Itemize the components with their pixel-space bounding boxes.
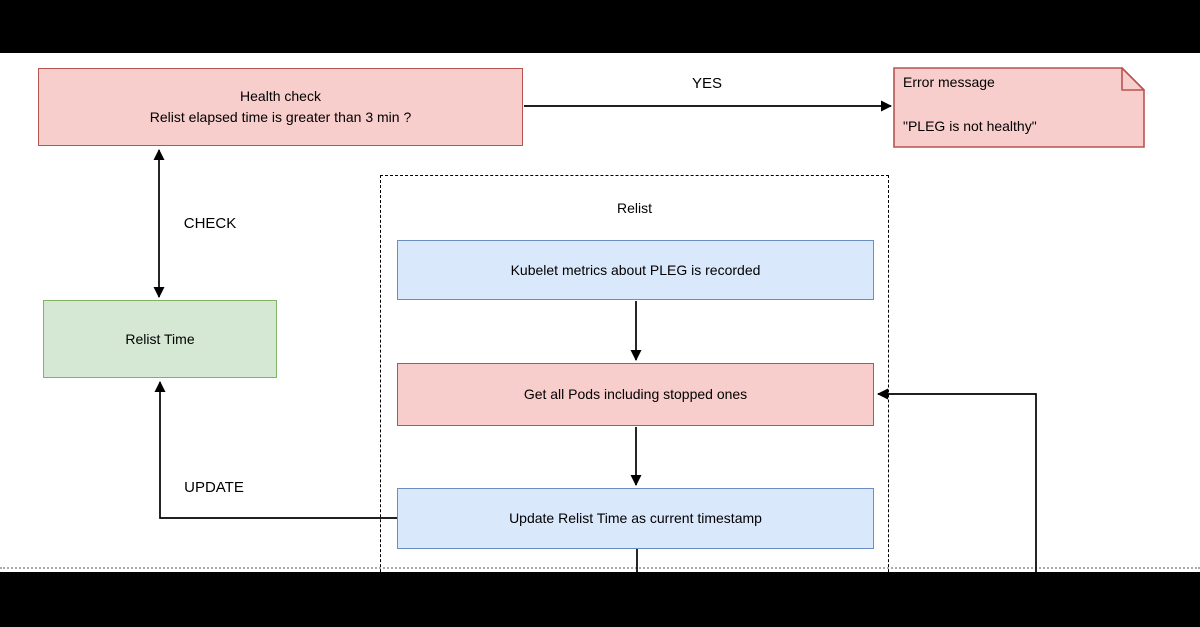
top-letterbox-bar: [0, 0, 1200, 53]
health-check-line2: Relist elapsed time is greater than 3 mi…: [149, 109, 412, 125]
relist-time-node: Relist Time: [43, 300, 277, 378]
update-edge-label: UPDATE: [176, 479, 252, 496]
kubelet-metrics-node: Kubelet metrics about PLEG is recorded: [397, 240, 874, 300]
check-edge-label: CHECK: [174, 215, 246, 232]
loop-back-arrow-line: [877, 388, 1037, 574]
error-note-shape: [893, 67, 1145, 148]
error-note-title: Error message: [903, 74, 995, 90]
error-note-body: "PLEG is not healthy": [903, 118, 1037, 134]
yes-edge-label: YES: [677, 75, 737, 92]
health-check-node: Health check Relist elapsed time is grea…: [38, 68, 523, 146]
page-boundary-dotted-line: [0, 567, 1200, 569]
bottom-letterbox-bar: [0, 572, 1200, 627]
update-elbow-arrow-line: [154, 381, 397, 519]
get-all-pods-node: Get all Pods including stopped ones: [397, 363, 874, 426]
health-check-line1: Health check: [240, 88, 321, 104]
error-note-fold-corner: [1121, 67, 1145, 91]
relist-group-title: Relist: [616, 200, 652, 216]
update-relist-time-node: Update Relist Time as current timestamp: [397, 488, 874, 549]
